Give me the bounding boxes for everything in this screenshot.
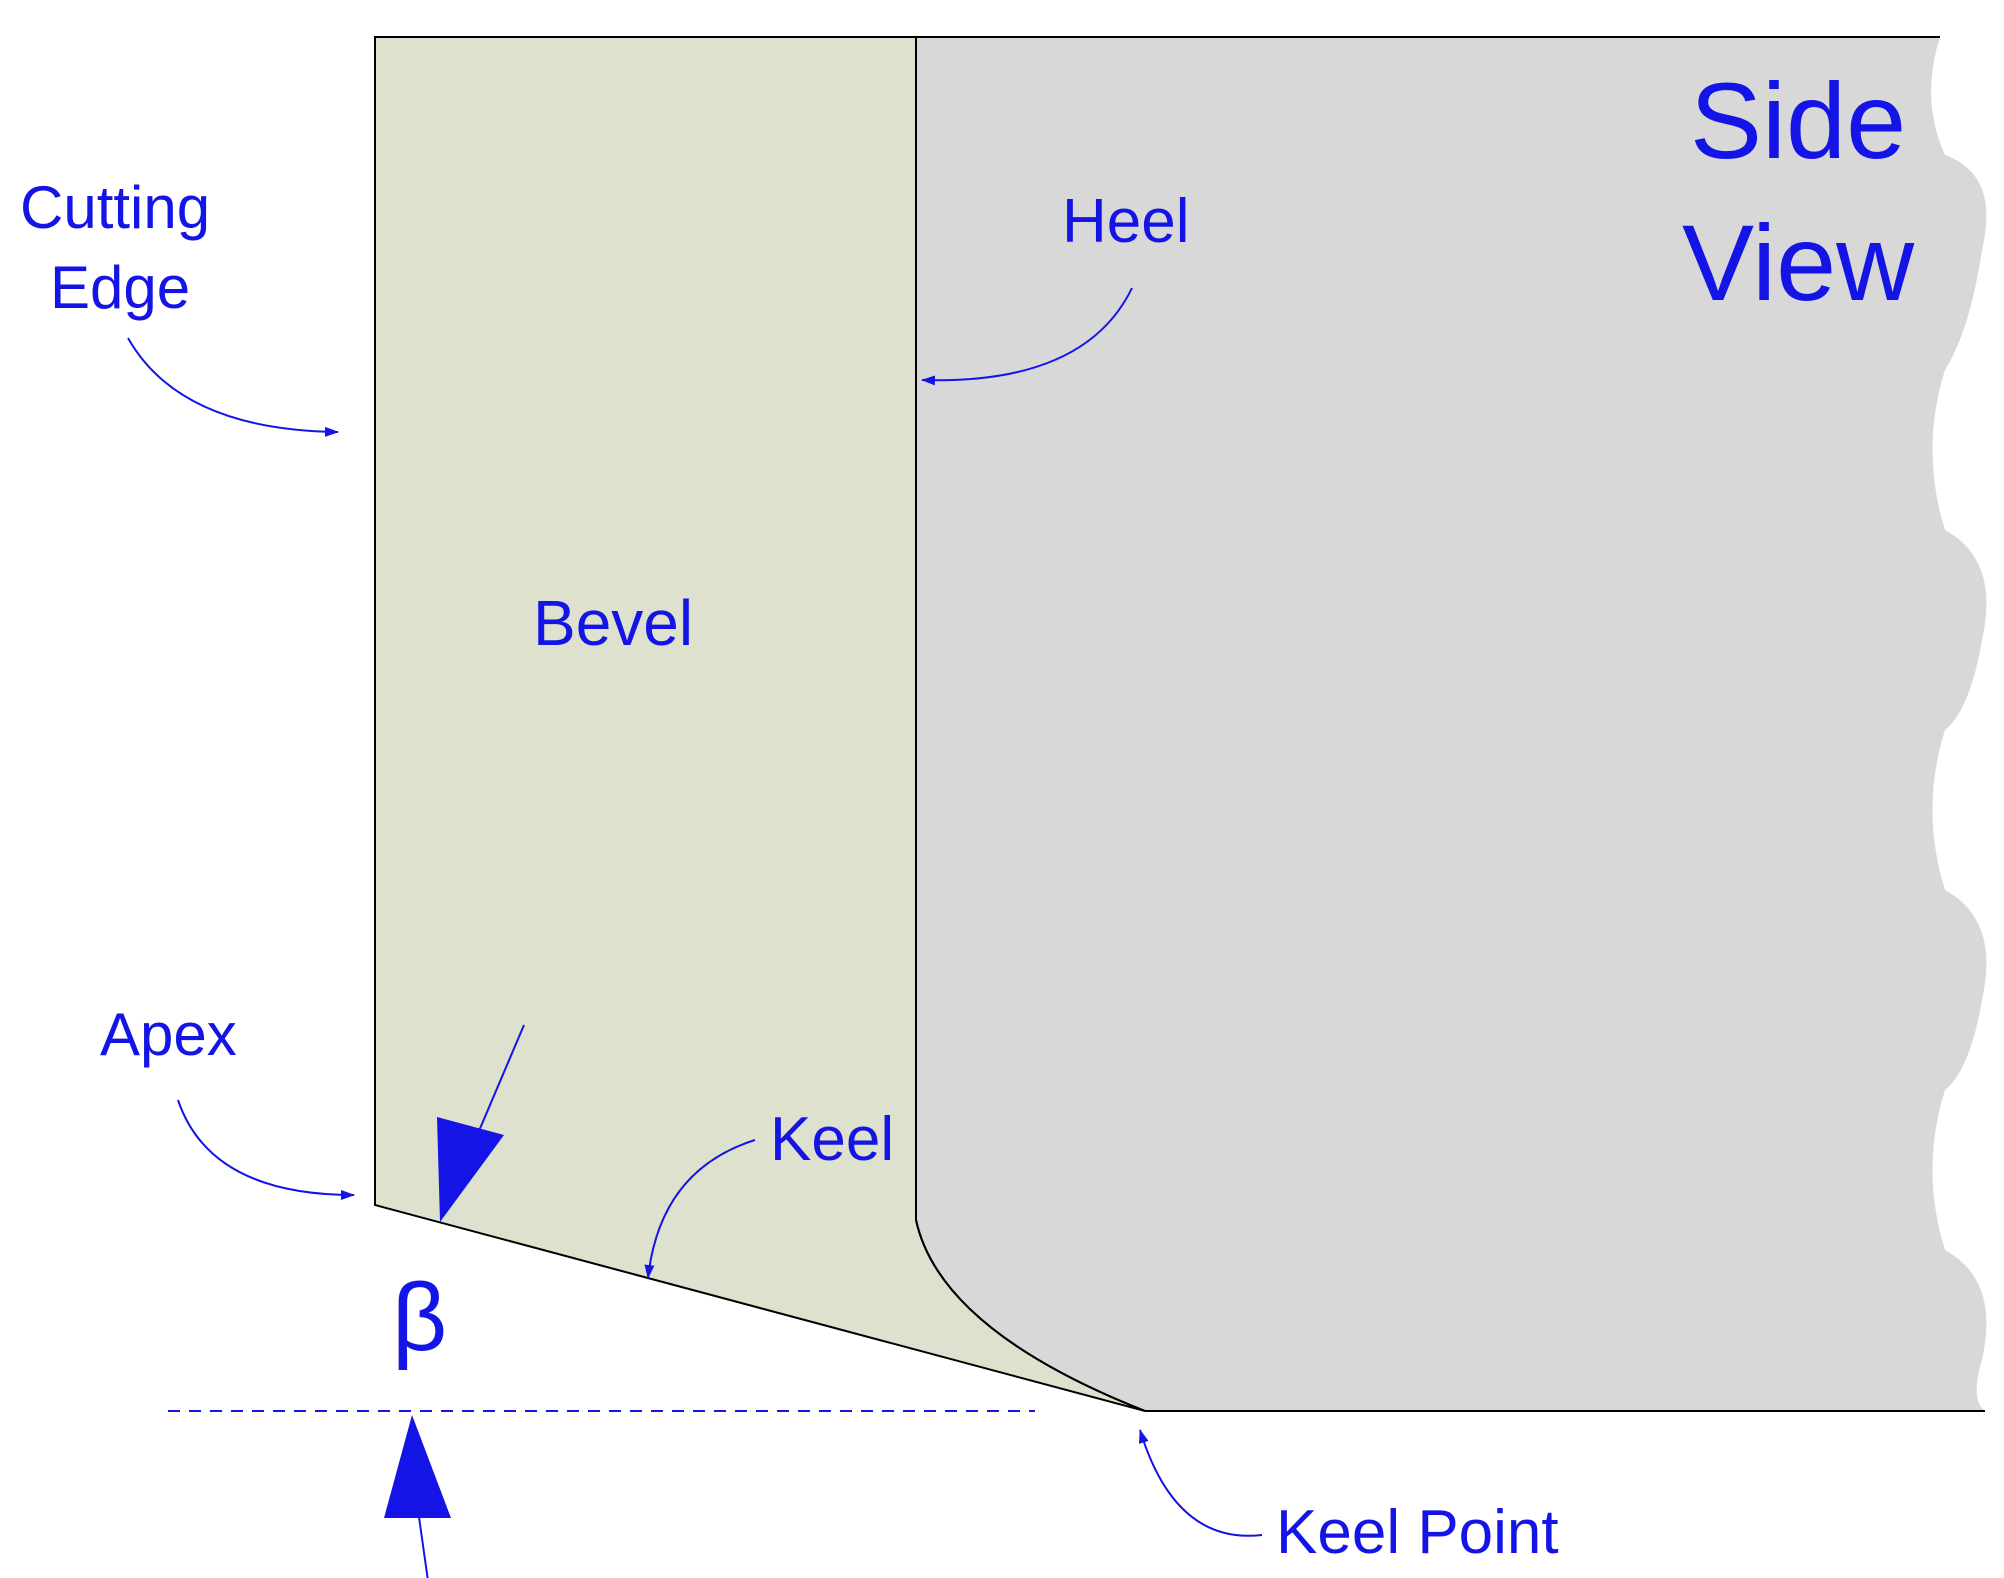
apex-arrow xyxy=(177,1099,355,1200)
beta-upper-arrow-shaft xyxy=(472,1024,525,1146)
keel-point-label: Keel Point xyxy=(1276,1498,1559,1567)
cutting-edge-label-line2: Edge xyxy=(50,254,190,321)
beta-lower-arrowhead xyxy=(384,1415,451,1518)
cutting-edge-arrow xyxy=(127,337,339,437)
cutting-edge-label-line1: Cutting xyxy=(20,174,210,241)
beta-lower-arrow-shaft xyxy=(417,1509,429,1578)
apex-label: Apex xyxy=(100,1001,237,1068)
side-view-title-line1: Side xyxy=(1690,60,1906,181)
beta-angle-label: β xyxy=(392,1264,447,1371)
keel-label: Keel xyxy=(770,1105,894,1174)
blade-body xyxy=(916,37,1987,1411)
keel-point-arrow xyxy=(1139,1429,1263,1537)
heel-line xyxy=(915,37,1146,1412)
beta-upper-arrowhead xyxy=(437,1117,504,1222)
heel-arrow xyxy=(921,287,1133,386)
bevel-label: Bevel xyxy=(533,587,693,659)
heel-label: Heel xyxy=(1062,187,1190,256)
keel-arrow xyxy=(644,1139,756,1279)
side-view-title-line2: View xyxy=(1682,202,1915,323)
